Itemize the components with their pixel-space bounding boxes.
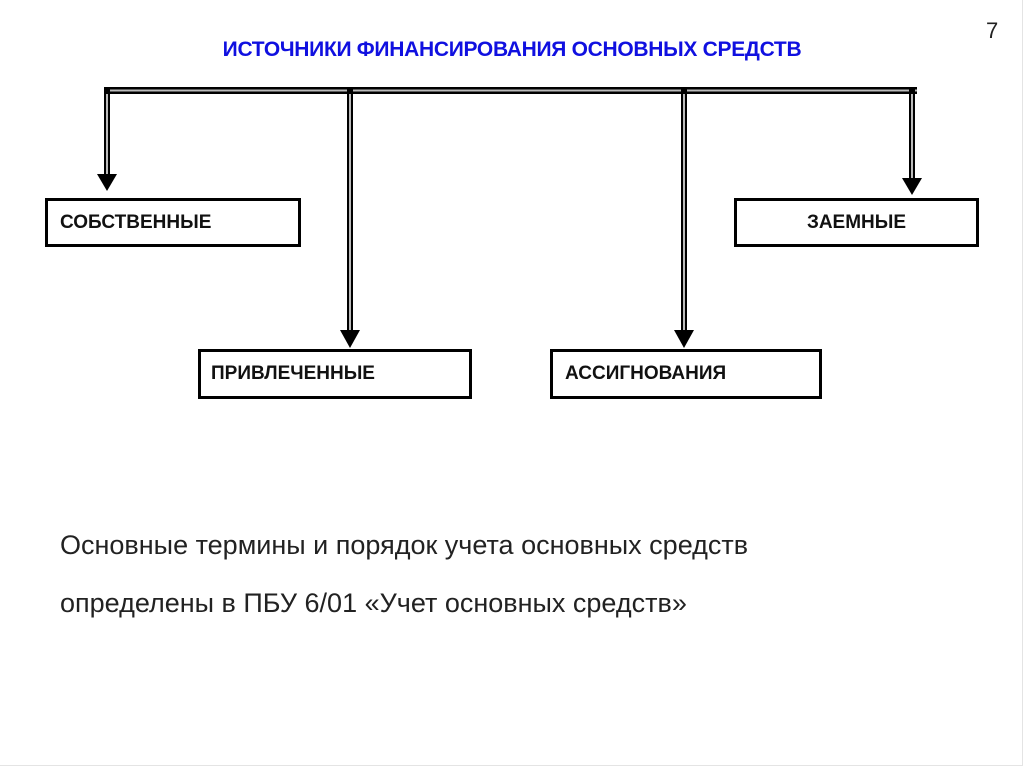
box-borrowed-label: ЗАЕМНЫЕ <box>806 211 907 233</box>
connector-borrowed <box>902 87 922 195</box>
horizontal-connector <box>106 87 917 94</box>
body-text-line-1: Основные термины и порядок учета основны… <box>60 530 749 560</box>
box-own-label: СОБСТВЕННЫЕ <box>60 211 212 233</box>
arrow-head-icon <box>902 178 922 195</box>
arrow-head-icon <box>97 174 117 191</box>
slide-title: ИСТОЧНИКИ ФИНАНСИРОВАНИЯ ОСНОВНЫХ СРЕДСТ… <box>222 38 802 61</box>
connector-attracted <box>340 87 360 348</box>
box-own: СОБСТВЕННЫЕ <box>45 198 301 247</box>
body-text-line-2: определены в ПБУ 6/01 «Учет основных сре… <box>60 588 687 618</box>
box-allocations: АССИГНОВАНИЯ <box>550 349 822 399</box>
connector-allocations <box>674 87 694 348</box>
box-borrowed: ЗАЕМНЫЕ <box>734 198 979 247</box>
arrow-head-icon <box>674 330 694 348</box>
page-number: 7 <box>986 18 999 43</box>
connector-own <box>97 87 117 191</box>
arrow-head-icon <box>340 330 360 348</box>
box-attracted-label: ПРИВЛЕЧЕННЫЕ <box>211 363 375 384</box>
box-attracted: ПРИВЛЕЧЕННЫЕ <box>198 349 472 399</box>
box-allocations-label: АССИГНОВАНИЯ <box>565 363 727 384</box>
